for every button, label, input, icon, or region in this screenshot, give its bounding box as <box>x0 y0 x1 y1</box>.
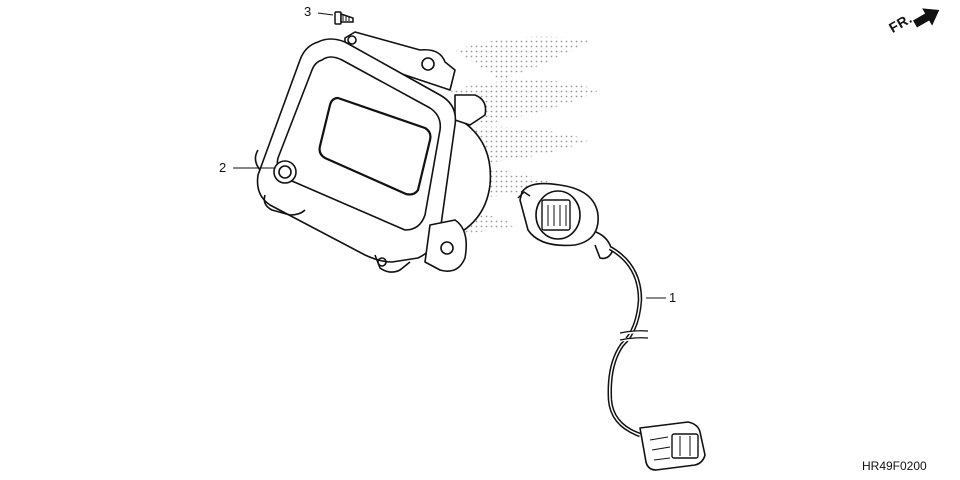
callout-1: 1 <box>669 290 677 305</box>
wire-harness <box>517 182 706 471</box>
diagram-code: HR49F0200 <box>862 459 927 473</box>
screw <box>334 11 354 25</box>
arrow-right-icon <box>913 8 940 28</box>
callout-3: 3 <box>304 4 312 19</box>
meter-assembly <box>254 31 492 273</box>
leader-lines <box>233 12 666 299</box>
callout-2: 2 <box>219 160 227 175</box>
